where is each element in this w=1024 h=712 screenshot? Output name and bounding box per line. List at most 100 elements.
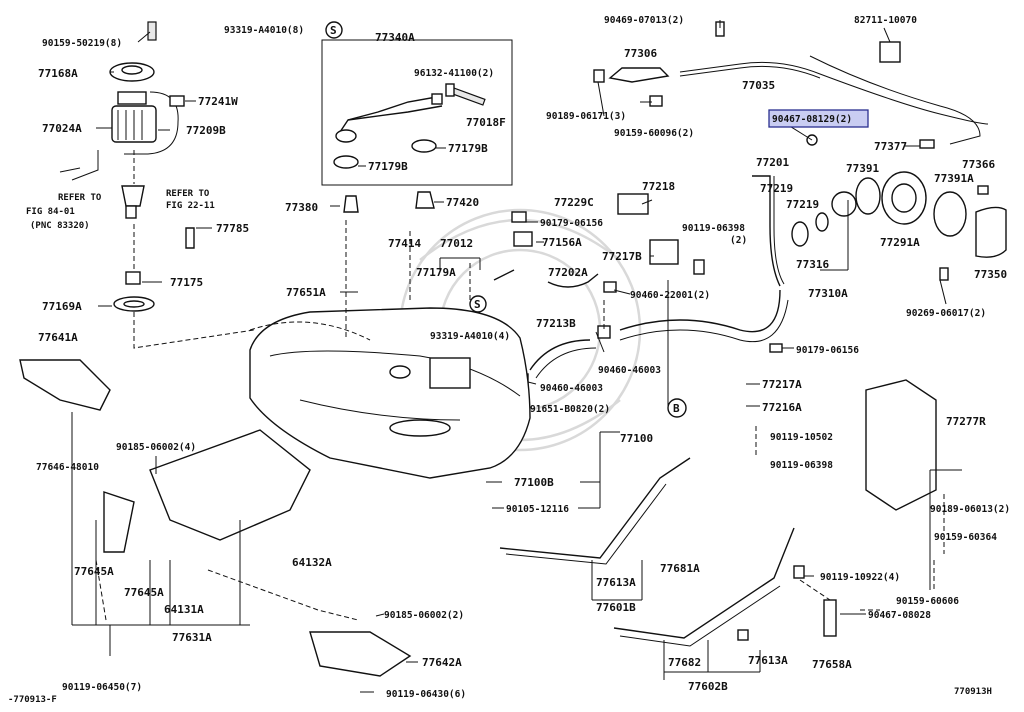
part-label[interactable]: 90119-10502: [770, 432, 833, 443]
part-label[interactable]: 77602B: [688, 680, 728, 693]
part-label[interactable]: 90105-12116: [506, 504, 569, 515]
part-label[interactable]: 77217B: [602, 250, 642, 263]
marker-s-top: S: [330, 24, 337, 37]
part-label[interactable]: 77201: [756, 156, 789, 169]
part-label[interactable]: 90185-06002(4): [116, 442, 196, 453]
part-label[interactable]: 90159-50219(8): [42, 38, 122, 49]
part-label[interactable]: 77645A: [124, 586, 164, 599]
part-label[interactable]: 77100: [620, 432, 653, 445]
tank-protector-rh: [865, 379, 937, 511]
part-label[interactable]: 77229C: [554, 196, 594, 209]
part-label[interactable]: 90119-10922(4): [820, 572, 900, 583]
part-label[interactable]: 77169A: [42, 300, 82, 313]
part-label[interactable]: 91651-B0820(2): [530, 404, 610, 415]
part-label[interactable]: 77785: [216, 222, 249, 235]
part-labels: 93319-A4010(8) 77340A 90469-07013(2) 827…: [8, 15, 1010, 705]
part-label[interactable]: 77601B: [596, 601, 636, 614]
part-label[interactable]: 77213B: [536, 317, 576, 330]
part-label[interactable]: 77241W: [198, 95, 238, 108]
figure-code: 770913H: [954, 687, 992, 697]
part-label[interactable]: 77218: [642, 180, 675, 193]
part-label[interactable]: 90159-60096(2): [614, 128, 694, 139]
part-label[interactable]: 90185-06002(2): [384, 610, 464, 621]
part-label[interactable]: 77202A: [548, 266, 588, 279]
part-label[interactable]: 90119-06398: [682, 223, 745, 234]
heat-insulators: [19, 359, 412, 677]
part-label[interactable]: 90467-08028: [868, 610, 931, 621]
part-label[interactable]: 77642A: [422, 656, 462, 669]
part-label[interactable]: 77380: [285, 201, 318, 214]
part-label[interactable]: (2): [730, 235, 747, 246]
fuel-pump-parts: [59, 21, 195, 312]
part-label[interactable]: 77645A: [74, 565, 114, 578]
part-label[interactable]: 77216A: [762, 401, 802, 414]
part-label[interactable]: 77310A: [808, 287, 848, 300]
hoses: [493, 193, 705, 385]
part-label[interactable]: 90460-46003: [598, 365, 661, 376]
part-label[interactable]: 90179-06156: [540, 218, 603, 229]
part-label[interactable]: 77316: [796, 258, 829, 271]
footer-code: -770913-F: [8, 695, 57, 705]
part-label[interactable]: 77179A: [416, 266, 456, 279]
part-label[interactable]: 77168A: [38, 67, 78, 80]
part-label[interactable]: 77306: [624, 47, 657, 60]
part-label[interactable]: 90460-46003: [540, 383, 603, 394]
part-label[interactable]: 77414: [388, 237, 421, 250]
part-label[interactable]: 77209B: [186, 124, 226, 137]
part-label[interactable]: 93319-A4010(8): [224, 25, 304, 36]
part-label[interactable]: 90159-60606: [896, 596, 959, 607]
part-label[interactable]: 77175: [170, 276, 203, 289]
fuel-tank: [249, 307, 531, 479]
part-label[interactable]: 77646-48010: [36, 462, 99, 473]
part-label[interactable]: 77377: [874, 140, 907, 153]
part-label[interactable]: 77219: [760, 182, 793, 195]
part-label[interactable]: 90189-06171(3): [546, 111, 626, 122]
part-label[interactable]: 77340A: [375, 31, 415, 44]
part-label[interactable]: 77366: [962, 158, 995, 171]
refer-note: (PNC 83320): [30, 221, 90, 231]
part-label-highlighted[interactable]: 90467-08129(2): [772, 114, 852, 125]
part-label[interactable]: 77641A: [38, 331, 78, 344]
part-label[interactable]: 90469-07013(2): [604, 15, 684, 26]
marker-s-mid: S: [474, 298, 481, 311]
part-label[interactable]: 77100B: [514, 476, 554, 489]
part-label[interactable]: 64132A: [292, 556, 332, 569]
part-label[interactable]: 90179-06156: [796, 345, 859, 356]
refer-note: FIG 84-01: [26, 207, 75, 217]
part-label[interactable]: 77681A: [660, 562, 700, 575]
part-label[interactable]: 77018F: [466, 116, 506, 129]
part-label[interactable]: 77613A: [596, 576, 636, 589]
part-label[interactable]: 77391: [846, 162, 879, 175]
part-label[interactable]: 90269-06017(2): [906, 308, 986, 319]
part-label[interactable]: 77658A: [812, 658, 852, 671]
part-label[interactable]: 77420: [446, 196, 479, 209]
part-label[interactable]: 77391A: [934, 172, 974, 185]
part-label[interactable]: 77219: [786, 198, 819, 211]
part-label[interactable]: 90189-06013(2): [930, 504, 1010, 515]
part-label[interactable]: 90119-06398: [770, 460, 833, 471]
part-label[interactable]: 90119-06430(6): [386, 689, 466, 700]
part-label[interactable]: 77179B: [368, 160, 408, 173]
part-label[interactable]: 77682: [668, 656, 701, 669]
part-label[interactable]: 77291A: [880, 236, 920, 249]
part-label[interactable]: 93319-A4010(4): [430, 331, 510, 342]
part-label[interactable]: 77350: [974, 268, 1007, 281]
part-label[interactable]: 77217A: [762, 378, 802, 391]
part-label[interactable]: 77012: [440, 237, 473, 250]
part-label[interactable]: 77651A: [286, 286, 326, 299]
part-label[interactable]: 90119-06450(7): [62, 682, 142, 693]
part-label[interactable]: 77631A: [172, 631, 212, 644]
part-label[interactable]: 90460-22001(2): [630, 290, 710, 301]
part-label[interactable]: 77277R: [946, 415, 986, 428]
part-label[interactable]: 77035: [742, 79, 775, 92]
part-label[interactable]: 77179B: [448, 142, 488, 155]
part-label[interactable]: 77024A: [42, 122, 82, 135]
part-label[interactable]: 96132-41100(2): [414, 68, 494, 79]
part-label[interactable]: 82711-10070: [854, 15, 917, 26]
circle-markers: S S B: [325, 21, 687, 418]
part-label[interactable]: 64131A: [164, 603, 204, 616]
part-label[interactable]: 77156A: [542, 236, 582, 249]
part-label[interactable]: 90159-60364: [934, 532, 997, 543]
part-label[interactable]: 77613A: [748, 654, 788, 667]
